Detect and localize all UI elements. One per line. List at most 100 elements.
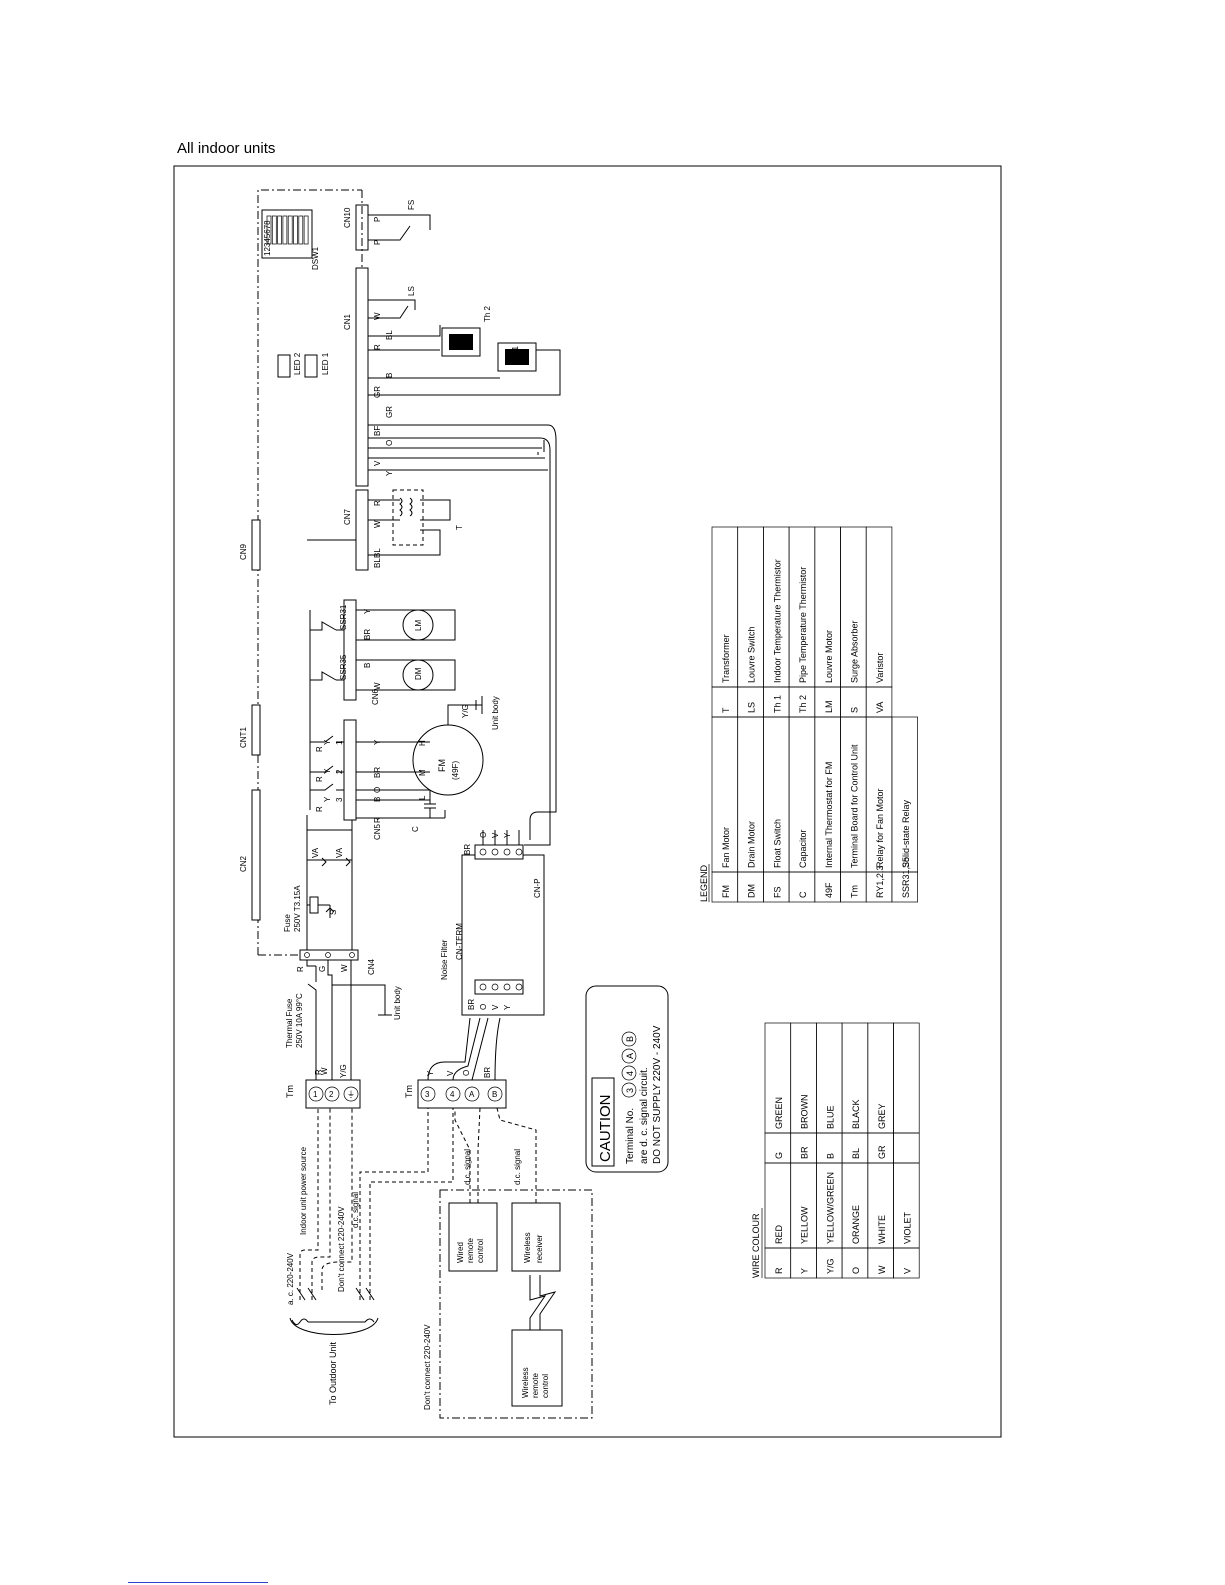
svg-text:O: O [385, 440, 394, 446]
fuse-rating: 250V T3.15A [293, 885, 302, 932]
svg-text:R: R [315, 746, 324, 752]
th1-sensor [497, 342, 537, 372]
cn5-label: CN5 [373, 823, 382, 840]
svg-text:Y: Y [385, 470, 394, 476]
dc-signal-label-b: d.c. signal [513, 1149, 522, 1185]
svg-text:3: 3 [625, 1088, 635, 1093]
wire-code: B [825, 1153, 835, 1159]
transformer-label: T [455, 525, 464, 530]
legend-code: S [850, 707, 860, 713]
cn-term-label: CN-TERM [455, 923, 464, 960]
svg-text:Y: Y [363, 608, 372, 614]
tm-label-top: Tm [285, 1085, 295, 1098]
unit-body-label-1: Unit body [393, 986, 402, 1020]
svg-text:R: R [296, 966, 305, 972]
svg-text:BL: BL [385, 330, 394, 340]
legend-desc: Capacitor [798, 829, 808, 868]
wireless-remote-box [511, 1329, 563, 1407]
svg-text:BL: BL [373, 548, 382, 558]
svg-text:BR: BR [483, 1067, 492, 1078]
dsw1-label: DSW1 [311, 246, 320, 270]
cn6-label: CN6 [371, 688, 380, 705]
svg-text:Y: Y [323, 796, 332, 802]
wire-code: Y/G [825, 1258, 835, 1274]
legend-desc: Louvre Switch [747, 626, 757, 683]
svg-text:control: control [476, 1239, 485, 1263]
svg-text:control: control [541, 1374, 550, 1398]
svg-text:4: 4 [625, 1071, 635, 1076]
dip-switch [287, 215, 293, 245]
legend-desc: Terminal Board for Control Unit [850, 744, 860, 868]
legend-code: FS [772, 886, 782, 898]
va-label-2: VA [335, 847, 344, 858]
dip-switch [293, 215, 298, 245]
ssr31-label: SSR31 [339, 604, 348, 630]
fan-motor [412, 724, 484, 796]
dip-switch [303, 215, 309, 245]
wire-code: R [774, 1267, 784, 1274]
legend-desc: Fan Motor [721, 827, 731, 868]
svg-text:H: H [418, 740, 427, 746]
svg-text:CN2: CN2 [239, 855, 248, 872]
dip-switch [271, 215, 277, 245]
legend-code: DM [747, 884, 757, 898]
legend-code: T [721, 707, 731, 713]
wire-name: VIOLET [903, 1211, 913, 1244]
legend-desc: Internal Thermostat for FM [824, 762, 834, 868]
svg-text:Th 1: Th 1 [511, 345, 520, 362]
legend-desc: Surge Absorber [850, 620, 860, 683]
legend-code: Th 2 [798, 695, 808, 713]
wireless-receiver-box [511, 1202, 561, 1272]
svg-text:2: 2 [335, 769, 344, 774]
svg-text:⏚: ⏚ [347, 1090, 355, 1099]
thermal-fuse-rating: 250V 10A 99°C [295, 993, 304, 1048]
svg-text:A: A [469, 1090, 475, 1099]
legend-desc: Drain Motor [747, 821, 757, 868]
wired-remote-box [448, 1202, 498, 1272]
svg-text:FM: FM [437, 759, 447, 772]
wire-code: GR [877, 1145, 887, 1159]
caution-circled-terminals: 3 4 A B [621, 1031, 637, 1098]
ls-label: LS [407, 286, 416, 296]
indoor-power-label: Indoor unit power source [299, 1146, 308, 1235]
legend-desc: Solid-state Relay [901, 799, 911, 868]
legend-code: SSR31,35 [901, 857, 911, 898]
legend-code: FM [721, 885, 731, 898]
wire-name: GREEN [774, 1097, 784, 1129]
svg-text:LED 2: LED 2 [293, 352, 302, 375]
wire-code: W [877, 1265, 887, 1274]
svg-text:B: B [373, 797, 382, 802]
legend-desc: Relay for Fan Motor [875, 788, 885, 868]
svg-text:remote: remote [466, 1238, 475, 1263]
svg-text:W: W [373, 520, 382, 528]
svg-text:CN9: CN9 [239, 543, 248, 560]
dip-switch [277, 215, 282, 245]
svg-text:Y: Y [323, 768, 332, 774]
cn4-label: CN4 [367, 958, 376, 975]
svg-text:A: A [625, 1053, 635, 1059]
legend-desc: Indoor Temperature Thermistor [772, 559, 782, 683]
legend-code: LS [747, 702, 757, 713]
cn9 [251, 519, 261, 571]
footer-underline [128, 1582, 268, 1583]
svg-text:GR: GR [385, 406, 394, 418]
legend-desc: Float Switch [772, 819, 782, 868]
page-title: All indoor units [177, 140, 276, 157]
terminal-board-signal: Tm 3 4 A B Y V O BR [404, 1017, 507, 1109]
dsw-numbers: 12345678 [263, 220, 272, 256]
caution-heading: CAUTION [597, 1095, 614, 1163]
svg-text:Wired: Wired [456, 1242, 465, 1263]
dc-signal-label: d.c. signal [351, 1192, 360, 1228]
svg-text:LM: LM [414, 620, 423, 631]
svg-text:receiver: receiver [535, 1234, 544, 1263]
dont-connect-label-2: Don't connect 220-240V [423, 1324, 432, 1410]
dip-switch [266, 215, 272, 245]
noise-filter: Noise Filter CN-TERM CN-P BR O V Y BR O … [440, 830, 545, 1016]
svg-text:B: B [385, 373, 394, 378]
svg-text:Wireless: Wireless [521, 1367, 530, 1398]
terminal-board-power: Tm 1 2 ⏚ R W Y/G [285, 970, 361, 1109]
